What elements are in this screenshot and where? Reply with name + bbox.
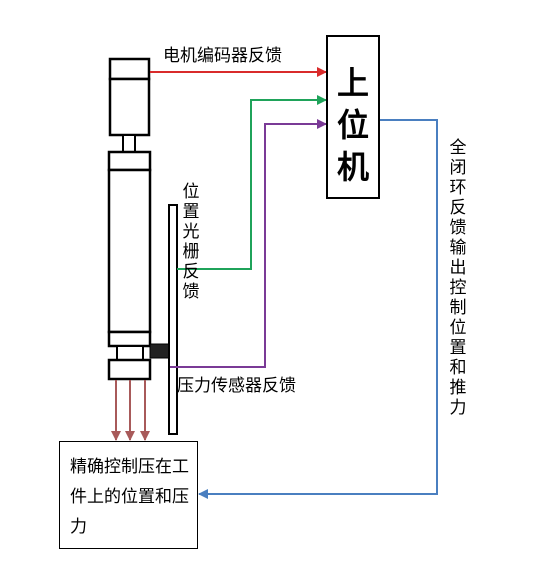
motor-top [108, 57, 151, 81]
output-control-label: 全闭环反馈输出控制位置和推力 [449, 138, 467, 418]
host-computer-label: 上位机 [336, 64, 369, 186]
output-control-arrow [198, 119, 438, 499]
cylinder-foot [107, 330, 152, 348]
force-sensor-block [149, 343, 171, 359]
sensor-feedback-arrow [170, 119, 327, 368]
rod-end [116, 345, 144, 361]
force-sensor-feedback-label: 压力传感器反馈 [177, 376, 296, 396]
encoder-feedback-label: 电机编码器反馈 [163, 46, 282, 66]
grating-scale [168, 204, 178, 435]
result-box [59, 441, 198, 549]
motor-body [108, 77, 151, 137]
pressure-plate [107, 358, 152, 381]
host-computer-box [326, 35, 380, 199]
result-label: 精确控制压在工件上的位置和压力 [70, 457, 189, 537]
grating-feedback-arrow [177, 95, 327, 270]
cylinder-head [107, 150, 152, 172]
cylinder-body [107, 168, 152, 334]
grating-feedback-label: 位置光栅反馈 [182, 182, 200, 302]
force-arrows [111, 380, 150, 441]
coupling [122, 134, 136, 153]
actuator [107, 57, 178, 435]
